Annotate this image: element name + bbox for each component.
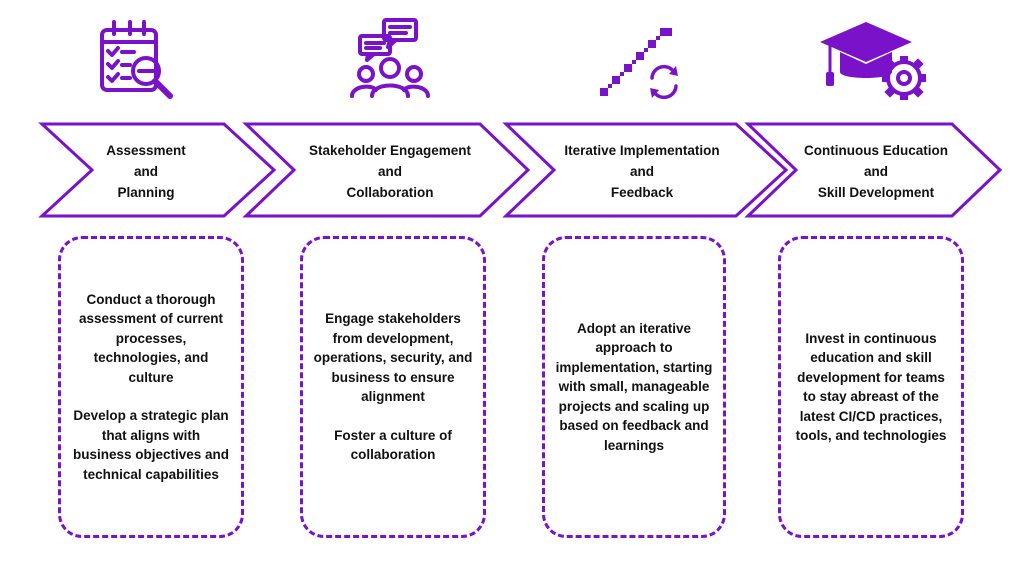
step-1-title: Assessment and Planning xyxy=(106,143,186,200)
step-2-paragraph-2: Foster a culture of collaboration xyxy=(334,427,452,463)
step-1-card: Conduct a thorough assessment of current… xyxy=(58,236,244,538)
chevron-step-3 xyxy=(502,122,789,218)
process-chevrons xyxy=(38,122,1003,218)
step-3-card: Adopt an iterative approach to implement… xyxy=(542,236,726,538)
chevron-step-1 xyxy=(38,122,277,218)
step-4-title: Continuous Education and Skill Developme… xyxy=(804,143,948,200)
step-3-title: Iterative Implementation and Feedback xyxy=(564,143,720,200)
step-2-card: Engage stakeholders from development, op… xyxy=(300,236,486,538)
step-2-title: Stakeholder Engagement and Collaboration xyxy=(308,143,472,200)
step-4-paragraph-1: Invest in continuous education and skill… xyxy=(795,330,947,444)
chevron-step-4 xyxy=(744,122,1003,218)
people-chat-bubbles-icon xyxy=(340,14,440,104)
chevron-step-2 xyxy=(242,122,531,218)
graduation-cap-gear-icon xyxy=(816,14,932,104)
step-2-paragraph-1: Engage stakeholders from development, op… xyxy=(313,311,473,405)
step-1-paragraph-2: Develop a strategic plan that aligns wit… xyxy=(72,408,230,482)
step-4-card: Invest in continuous education and skill… xyxy=(778,236,964,538)
step-1-paragraph-1: Conduct a thorough assessment of current… xyxy=(78,291,224,385)
step-3-paragraph-1: Adopt an iterative approach to implement… xyxy=(555,320,713,453)
checklist-calendar-magnifier-icon xyxy=(88,14,188,104)
stairs-cycle-arrows-icon xyxy=(592,14,692,104)
